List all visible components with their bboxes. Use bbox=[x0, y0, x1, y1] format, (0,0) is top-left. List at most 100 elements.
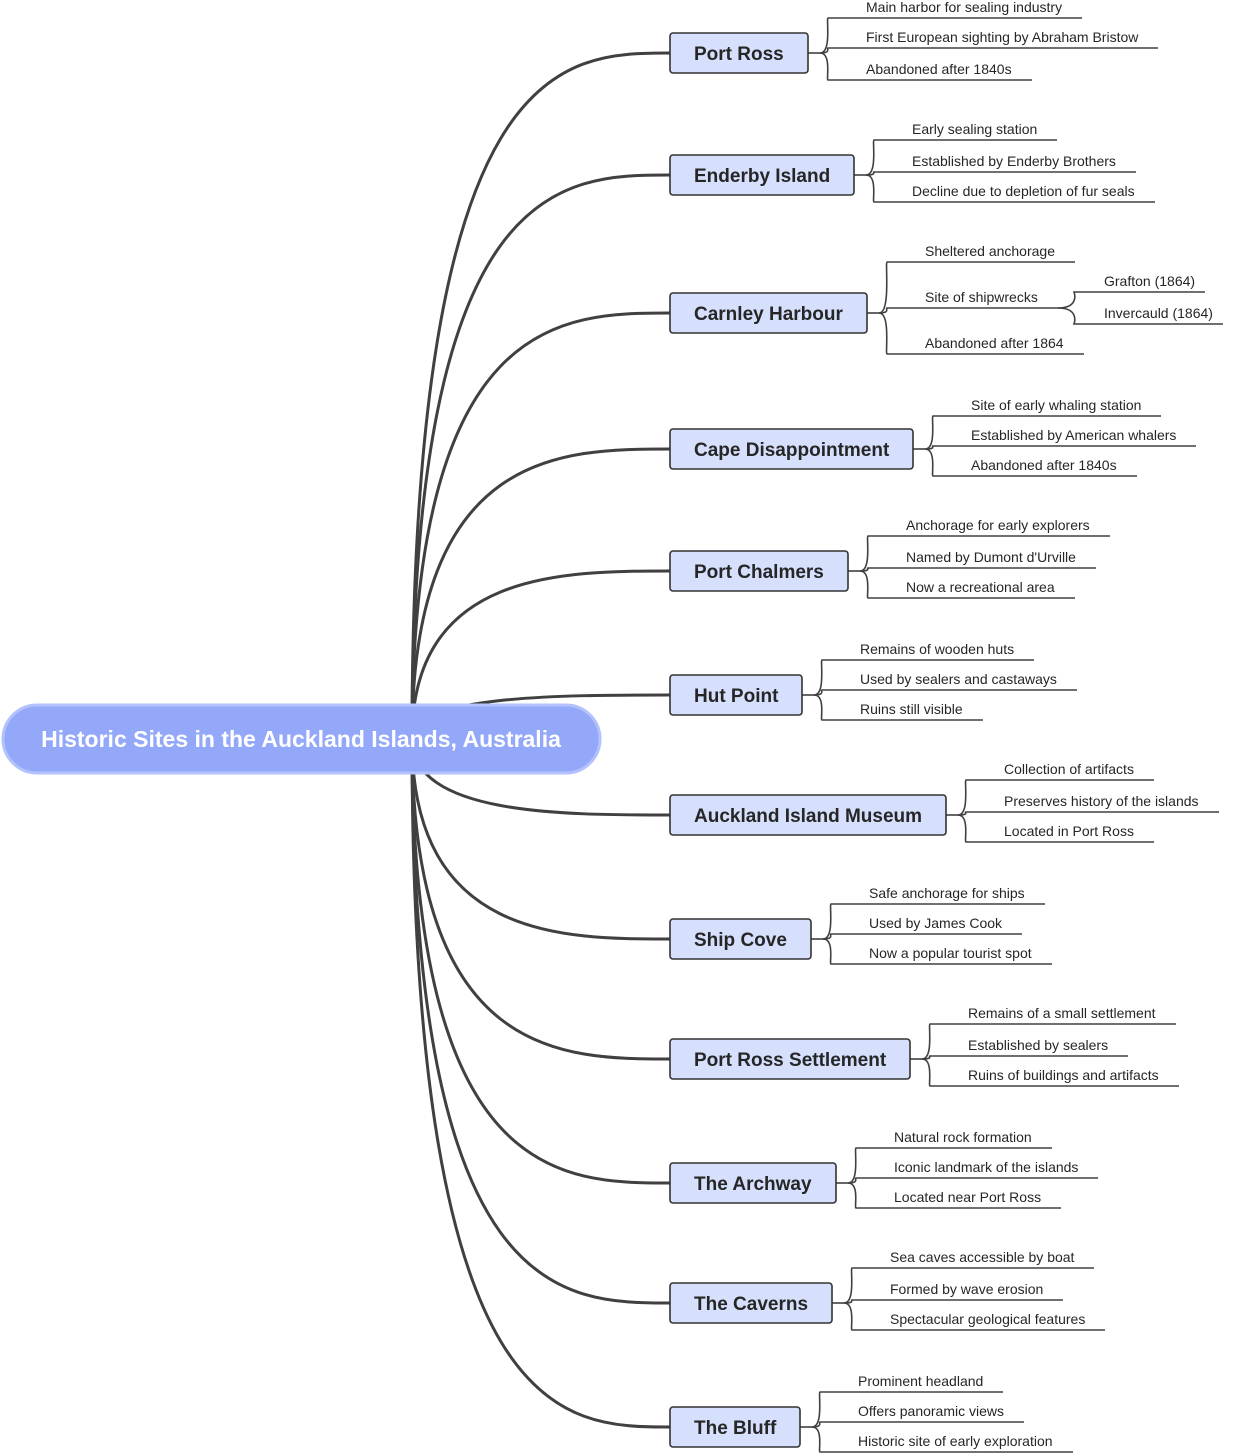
leaf-connector bbox=[822, 933, 1022, 940]
leaf-label-early-sealing-station: Early sealing station bbox=[912, 121, 1037, 137]
leaf-label-grafton-1864: Grafton (1864) bbox=[1104, 273, 1195, 289]
leaf-connector bbox=[924, 445, 1196, 450]
branch-node-box bbox=[669, 292, 868, 334]
branch-node-label: The Bluff bbox=[694, 1418, 777, 1439]
leaf-label-now-a-recreational-area: Now a recreational area bbox=[906, 579, 1055, 595]
root-branch-connector bbox=[410, 738, 671, 1305]
branch-node-box bbox=[669, 1282, 833, 1324]
leaf-connector bbox=[822, 938, 1052, 965]
leaf-label-preserves-history-of-the-islands: Preserves history of the islands bbox=[1004, 793, 1199, 809]
root-node[interactable]: Historic Sites in the Auckland Islands, … bbox=[1, 703, 602, 775]
branch-node-port-chalmers[interactable]: Port Chalmers bbox=[669, 550, 849, 592]
leaf-label-established-by-american-whalers: Established by American whalers bbox=[971, 427, 1176, 443]
leaf-connector bbox=[811, 1421, 1024, 1428]
branch-node-cape-disappointment[interactable]: Cape Disappointment bbox=[669, 428, 914, 470]
root-branch-connector bbox=[410, 738, 671, 941]
root-node-label: Historic Sites in the Auckland Islands, … bbox=[41, 726, 561, 752]
leaf-connector bbox=[843, 1299, 1063, 1304]
leaf-label-located-near-port-ross: Located near Port Ross bbox=[894, 1189, 1041, 1205]
leaf-connector bbox=[957, 811, 1219, 816]
branch-node-carnley-harbour[interactable]: Carnley Harbour bbox=[669, 292, 868, 334]
leaf-label-ruins-of-buildings-and-artifacts: Ruins of buildings and artifacts bbox=[968, 1067, 1159, 1083]
leaf-label-ruins-still-visible: Ruins still visible bbox=[860, 701, 963, 717]
leaf-label-established-by-enderby-brothers: Established by Enderby Brothers bbox=[912, 153, 1116, 169]
branch-node-label: Ship Cove bbox=[694, 930, 787, 951]
branch-node-label: Carnley Harbour bbox=[694, 304, 843, 325]
root-branch-connector bbox=[410, 173, 671, 740]
leaf-label-remains-of-wooden-huts: Remains of wooden huts bbox=[860, 641, 1014, 657]
leaf-connector bbox=[847, 1177, 1098, 1184]
branch-node-port-ross[interactable]: Port Ross bbox=[669, 32, 809, 74]
leaf-connector bbox=[813, 694, 983, 721]
leaf-label-site-of-early-whaling-station: Site of early whaling station bbox=[971, 397, 1141, 413]
leaf-connector bbox=[859, 567, 1096, 572]
leaf-connector bbox=[843, 1302, 1105, 1331]
branch-node-label: Cape Disappointment bbox=[694, 440, 890, 461]
branch-node-hut-point[interactable]: Hut Point bbox=[669, 674, 803, 716]
leaf-label-abandoned-after-1840s: Abandoned after 1840s bbox=[866, 61, 1012, 77]
leaf-label-natural-rock-formation: Natural rock formation bbox=[894, 1129, 1032, 1145]
leaf-label-first-european-sighting-by-abraham-bristow: First European sighting by Abraham Brist… bbox=[866, 29, 1139, 45]
root-branch-connector bbox=[410, 738, 671, 1429]
sub-leaf-connector bbox=[1057, 291, 1205, 309]
leaf-connector bbox=[811, 1426, 1073, 1453]
leaf-label-collection-of-artifacts: Collection of artifacts bbox=[1004, 761, 1134, 777]
leaf-label-used-by-james-cook: Used by James Cook bbox=[869, 915, 1003, 931]
leaf-connector bbox=[878, 312, 1084, 355]
leaf-label-sheltered-anchorage: Sheltered anchorage bbox=[925, 243, 1055, 259]
leaf-connector bbox=[924, 448, 1137, 477]
leaf-connector bbox=[921, 1023, 1176, 1060]
leaf-label-now-a-popular-tourist-spot: Now a popular tourist spot bbox=[869, 945, 1032, 961]
branch-node-box bbox=[669, 918, 812, 960]
leaf-connector bbox=[847, 1182, 1061, 1209]
branch-node-box bbox=[669, 428, 914, 470]
sub-leaf-connector bbox=[1057, 307, 1223, 325]
branch-node-label: The Caverns bbox=[694, 1294, 808, 1315]
branch-node-the-archway[interactable]: The Archway bbox=[669, 1162, 837, 1204]
leaf-connector bbox=[878, 261, 1075, 314]
leaf-label-remains-of-a-small-settlement: Remains of a small settlement bbox=[968, 1005, 1156, 1021]
branch-node-box bbox=[669, 794, 947, 836]
branch-node-the-caverns[interactable]: The Caverns bbox=[669, 1282, 833, 1324]
branch-node-auckland-island-museum[interactable]: Auckland Island Museum bbox=[669, 794, 947, 836]
branch-node-box bbox=[669, 674, 803, 716]
leaf-label-offers-panoramic-views: Offers panoramic views bbox=[858, 1403, 1004, 1419]
root-node-box bbox=[1, 703, 602, 775]
leaf-connector bbox=[957, 779, 1154, 816]
leaf-connector bbox=[921, 1055, 1128, 1060]
leaf-label-abandoned-after-1864: Abandoned after 1864 bbox=[925, 335, 1064, 351]
branch-node-ship-cove[interactable]: Ship Cove bbox=[669, 918, 812, 960]
leaf-label-established-by-sealers: Established by sealers bbox=[968, 1037, 1108, 1053]
branch-node-label: Port Ross bbox=[694, 44, 784, 65]
leaf-connector bbox=[865, 174, 1155, 203]
branch-node-box bbox=[669, 32, 809, 74]
branch-node-box bbox=[669, 1038, 911, 1080]
leaf-label-named-by-dumont-d-urville: Named by Dumont d'Urville bbox=[906, 549, 1076, 565]
leaf-label-anchorage-for-early-explorers: Anchorage for early explorers bbox=[906, 517, 1090, 533]
leaf-connector bbox=[813, 689, 1077, 696]
leaf-label-decline-due-to-depletion-of-fur-seals: Decline due to depletion of fur seals bbox=[912, 183, 1135, 199]
leaf-connector bbox=[859, 535, 1110, 572]
branch-node-label: Enderby Island bbox=[694, 166, 830, 187]
connector-lines bbox=[410, 17, 1223, 1453]
root-branch-connector bbox=[410, 569, 671, 740]
leaf-connector bbox=[865, 171, 1136, 176]
root-branch-connector bbox=[410, 311, 671, 740]
leaf-connector bbox=[819, 17, 1082, 54]
branch-node-box bbox=[669, 1406, 801, 1448]
leaf-connector bbox=[819, 47, 1158, 54]
root-branch-connector bbox=[410, 51, 671, 740]
branch-node-box bbox=[669, 1162, 837, 1204]
leaf-label-abandoned-after-1840s: Abandoned after 1840s bbox=[971, 457, 1117, 473]
leaf-label-iconic-landmark-of-the-islands: Iconic landmark of the islands bbox=[894, 1159, 1078, 1175]
branch-node-the-bluff[interactable]: The Bluff bbox=[669, 1406, 801, 1448]
branch-node-label: Auckland Island Museum bbox=[694, 806, 922, 827]
root-branch-connector bbox=[410, 447, 671, 740]
branch-node-label: The Archway bbox=[694, 1174, 812, 1195]
leaf-label-formed-by-wave-erosion: Formed by wave erosion bbox=[890, 1281, 1043, 1297]
leaf-connector bbox=[819, 52, 1032, 81]
branch-node-port-ross-settlement[interactable]: Port Ross Settlement bbox=[669, 1038, 911, 1080]
branch-node-enderby-island[interactable]: Enderby Island bbox=[669, 154, 855, 196]
branch-node-label: Port Chalmers bbox=[694, 562, 824, 583]
